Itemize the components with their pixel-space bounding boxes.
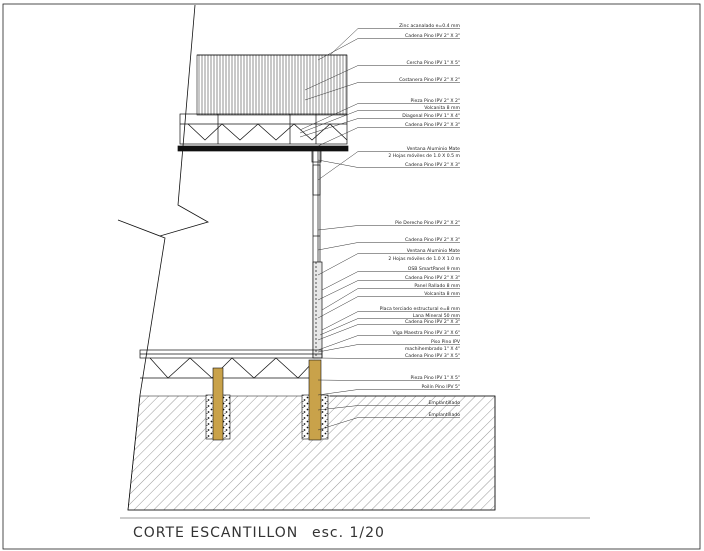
- annotation-label: Ventana Aluminio Mate: [407, 146, 460, 152]
- leader-line: [317, 417, 460, 431]
- annotation-label: Cadena Pino IPV 3" X 5": [405, 353, 460, 359]
- leader-line: [317, 225, 460, 231]
- annotation-label: Volcanita 8 mm: [424, 291, 460, 297]
- annotation-label: Costanera Pino IPV 2" X 2": [399, 77, 460, 83]
- annotation-label: Zinc acanalado e=0.4 mm: [399, 23, 460, 29]
- leader-line: [317, 335, 460, 351]
- annotation-label: Cadena Pino IPV 2" X 3": [405, 162, 460, 168]
- leader-line: [317, 38, 460, 61]
- annotation-label: Pieza Pino IPV 1" X 5": [411, 375, 460, 381]
- leader-line: [299, 110, 460, 134]
- annotation-label: OSB SmartPanel 9 mm: [408, 266, 461, 272]
- leader-line: [317, 242, 460, 251]
- leader-line: [299, 118, 460, 138]
- leader-line: [317, 344, 460, 353]
- leader-line: [317, 296, 460, 319]
- drawing-title: CORTE ESCANTILLON: [133, 525, 298, 541]
- leader-line: [304, 82, 460, 101]
- annotation-label: Cadena Pino IPV 2" X 3": [405, 319, 460, 325]
- annotation-label: machihembrado 1" X 4": [405, 346, 460, 352]
- leader-line: [329, 28, 460, 56]
- annotation-label: Panel Rallado 8 mm: [414, 283, 460, 289]
- annotation-label: Cercha Pino IPV 1" X 5": [406, 60, 460, 66]
- annotation-label: Cadena Pino IPV 2" X 3": [405, 237, 460, 243]
- annotation-label: Ventana Aluminio Mate: [407, 248, 460, 254]
- leader-lines: [299, 28, 460, 431]
- drawing-frame: [2, 3, 701, 550]
- leader-line: [317, 357, 460, 359]
- roof-truss: [177, 113, 349, 152]
- roof: [196, 54, 348, 116]
- leader-line: [321, 311, 460, 331]
- annotation-label: Diagonal Pino IPV 1" X 4": [402, 113, 460, 119]
- wall: [311, 149, 323, 359]
- leader-line: [317, 389, 460, 396]
- annotation-label: Lana Mineral 50 mm: [413, 313, 461, 319]
- annotation-label: Pie Derecho Pino IPV 2" X 2": [395, 220, 460, 226]
- leader-line: [321, 288, 460, 311]
- leader-line: [317, 127, 460, 147]
- leader-line: [317, 405, 460, 411]
- leader-line: [317, 159, 460, 168]
- annotation-label: Cadena Pino IPV 2" X 3": [405, 33, 460, 39]
- annotation-label: Placa terciado estructural e=8 mm: [380, 306, 461, 312]
- annotation-label: Pieza Pino IPV 2" X 2": [411, 98, 460, 104]
- annotation-label: Poilín Pino IPV 5": [421, 383, 460, 390]
- annotation-label: Emplantillado: [429, 412, 461, 418]
- annotation-label: Piso Pino IPV: [431, 339, 461, 345]
- floor: [139, 349, 323, 379]
- leader-line: [304, 65, 460, 91]
- leader-line: [321, 271, 460, 291]
- leader-line: [319, 318, 460, 336]
- annotation-label: Viga Maestra Pino IPV 3" X 6": [393, 330, 460, 336]
- leader-line: [317, 379, 460, 381]
- annotation-label: 2 Hojas móviles de 1.0 X 0.5 m: [388, 152, 460, 159]
- annotation-label: Cadena Pino IPV 2" X 3": [405, 275, 460, 281]
- drawing-scale: esc. 1/20: [312, 525, 385, 541]
- leader-line: [317, 253, 460, 276]
- leader-line: [299, 103, 460, 131]
- leader-line: [317, 280, 460, 301]
- leader-line: [317, 151, 460, 181]
- annotation-label: 2 Hojas móviles de 1.0 X 1.0 m: [388, 255, 460, 262]
- annotation-label: Emplantillado: [429, 400, 461, 406]
- annotation-labels: Zinc acanalado e=0.4 mm Cadena Pino IPV 2…: [380, 23, 461, 418]
- annotation-label: Cadena Pino IPV 2" X 3": [405, 122, 460, 128]
- leader-line: [317, 324, 460, 341]
- annotation-label: Volcanita 8 mm: [424, 105, 460, 111]
